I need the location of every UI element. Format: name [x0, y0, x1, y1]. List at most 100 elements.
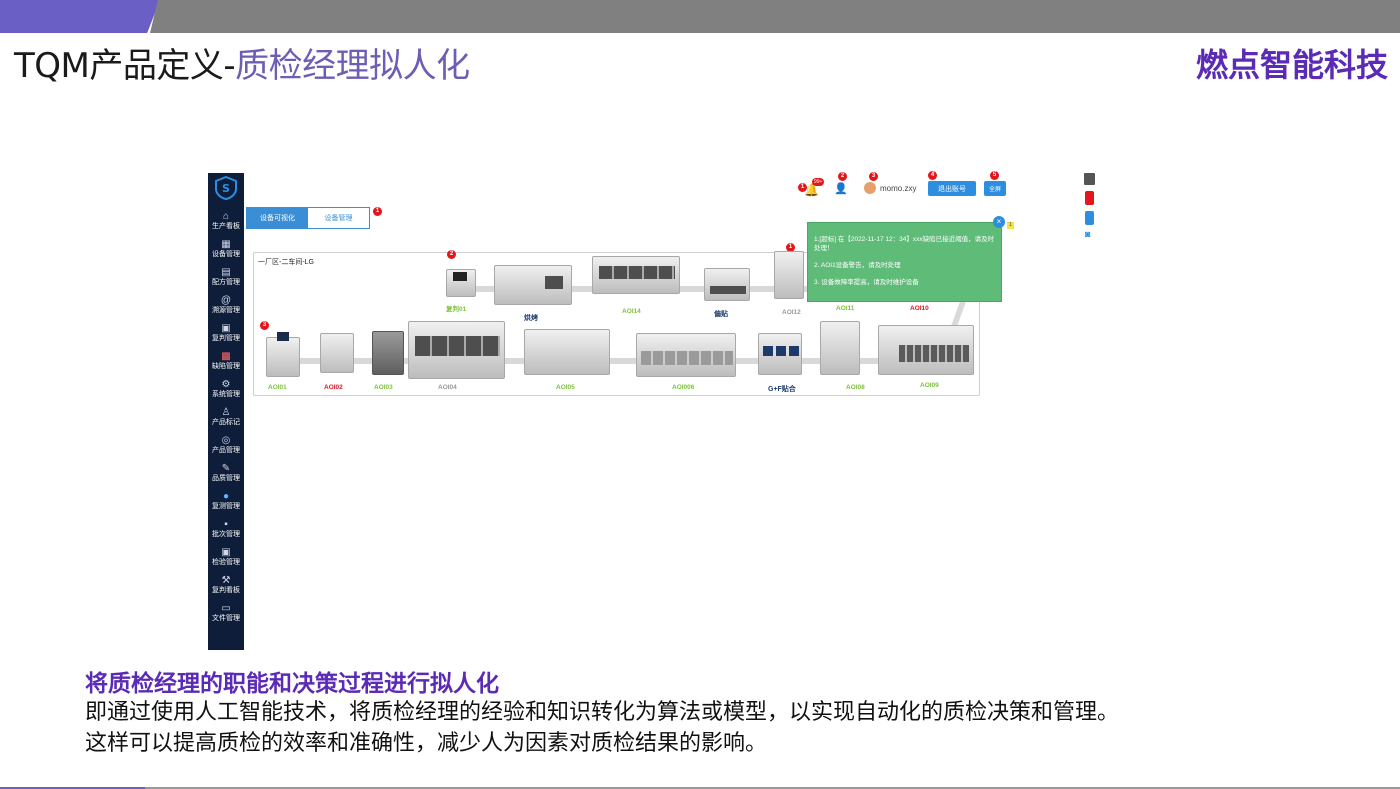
machine-aoi14[interactable] [592, 256, 680, 294]
sidebar-item-label: 复判看板 [212, 587, 240, 594]
avatar-badge: 3 [869, 172, 878, 181]
label-aoi01: AOI01 [268, 384, 287, 391]
sidebar: S ⌂生产看板 ▦设备管理 ▤配方管理 @溯源管理 ▣复判管理 ▩缺陷管理 ⚙系… [208, 173, 244, 650]
machine-aoi01[interactable] [266, 332, 300, 377]
right-toolbar: ◙ [1084, 173, 1098, 239]
alert-popup: × 1 1.[超标] 在【2022-11-17 12：34】xxx缺陷已接近阈值… [807, 216, 1014, 302]
label-aoi03: AOI03 [374, 384, 393, 391]
bell-badge: 1 [798, 183, 807, 192]
sidebar-item-inspect[interactable]: ▣检验管理 [208, 543, 244, 571]
sidebar-item-recipe[interactable]: ▤配方管理 [208, 263, 244, 291]
sidebar-item-review-board[interactable]: ⚒复判看板 [208, 571, 244, 599]
fullscreen-badge: 5 [990, 171, 999, 180]
tab-badge: 1 [373, 207, 382, 216]
sidebar-item-defect[interactable]: ▩缺陷管理 [208, 347, 244, 375]
avatar[interactable] [864, 182, 876, 194]
sidebar-item-label: 检验管理 [212, 559, 240, 566]
sidebar-item-label: 品质管理 [212, 475, 240, 482]
label-aoi02: AOI02 [324, 384, 343, 391]
blue-tool-button[interactable] [1085, 211, 1094, 225]
logout-button[interactable]: 退出账号 [928, 181, 976, 196]
logout-badge: 4 [928, 171, 937, 180]
machine-aoi03[interactable] [372, 331, 404, 375]
machine-aoi09[interactable] [878, 325, 974, 375]
machine-aoi006[interactable] [636, 333, 736, 377]
recipe-icon: ▤ [221, 267, 231, 278]
defect-icon: ▩ [221, 351, 231, 362]
label-aoi05: AOI05 [556, 384, 575, 391]
label-gf: G+F贴合 [768, 386, 796, 393]
app-logo-icon: S [214, 175, 238, 201]
username: momo.zxy [880, 184, 917, 193]
caption-line-2: 这样可以提高质检的效率和准确性，减少人为因素对质检结果的影响。 [85, 731, 768, 756]
machine-badge-aoi12: 1 [786, 243, 795, 252]
machine-hongkao[interactable] [494, 265, 572, 305]
machine-piantie[interactable] [704, 268, 750, 301]
caption-line-1: 即通过使用人工智能技术，将质检经理的经验和知识转化为算法或模型，以实现自动化的质… [85, 700, 1120, 725]
sidebar-item-product[interactable]: ◎产品管理 [208, 431, 244, 459]
sidebar-item-label: 复测管理 [212, 503, 240, 510]
user-icon[interactable]: 👤 [834, 183, 848, 195]
inspect-icon: ▣ [221, 547, 231, 558]
sidebar-item-label: 产品管理 [212, 447, 240, 454]
notification-count: 99+ [812, 178, 825, 186]
sidebar-item-equipment[interactable]: ▦设备管理 [208, 235, 244, 263]
machine-aoi05[interactable] [524, 329, 610, 375]
label-aoi006: AOI006 [672, 384, 695, 391]
alert-message-2: 2. AOI1设备警告，请及时处理 [814, 262, 901, 269]
label-piantie: 偏贴 [714, 311, 728, 318]
sidebar-item-dashboard[interactable]: ⌂生产看板 [208, 207, 244, 235]
close-icon[interactable]: × [993, 216, 1005, 228]
sidebar-item-mark[interactable]: ♙产品标记 [208, 403, 244, 431]
tab-equipment-visual[interactable]: 设备可视化 [247, 208, 308, 228]
edit-icon: ✎ [221, 463, 231, 474]
label-hongkao: 烘烤 [524, 315, 538, 322]
sidebar-item-files[interactable]: ▭文件管理 [208, 599, 244, 627]
sidebar-item-quality[interactable]: ✎品质管理 [208, 459, 244, 487]
bell-icon[interactable]: 🔔 [804, 183, 819, 197]
machine-aoi08[interactable] [820, 321, 860, 375]
brand-name: 燃点智能科技 [1195, 46, 1388, 84]
label-fupan01: 复判01 [446, 306, 467, 313]
label-aoi04: AOI04 [438, 384, 457, 391]
sidebar-item-review[interactable]: ▣复判管理 [208, 319, 244, 347]
camera-icon[interactable]: ◙ [1085, 229, 1091, 239]
hammer-icon: ⚒ [221, 575, 231, 586]
sidebar-item-label: 系统管理 [212, 391, 240, 398]
machine-aoi12[interactable] [774, 251, 804, 299]
svg-text:S: S [222, 182, 230, 195]
sidebar-item-retest[interactable]: ●复测管理 [208, 487, 244, 515]
top-bar-accent [0, 0, 160, 33]
machine-fupan01[interactable] [446, 269, 476, 297]
tab-equipment-manage[interactable]: 设备管理 [308, 208, 369, 228]
popup-flag-badge: 1 [1007, 222, 1014, 229]
alert-message-3: 3. 设备故障率提高，请及时维护设备 [814, 279, 919, 286]
review-icon: ▣ [221, 323, 231, 334]
sidebar-item-batch[interactable]: ▪批次管理 [208, 515, 244, 543]
caption-body: 即通过使用人工智能技术，将质检经理的经验和知识转化为算法或模型，以实现自动化的质… [85, 697, 1385, 759]
sidebar-item-trace[interactable]: @溯源管理 [208, 291, 244, 319]
top-bar-grey [150, 0, 1400, 33]
sidebar-item-label: 配方管理 [212, 279, 240, 286]
red-tool-button[interactable] [1085, 191, 1094, 205]
home-icon: ⌂ [222, 211, 230, 222]
retest-icon: ● [222, 491, 230, 502]
view-tabs: 设备可视化 设备管理 [246, 207, 370, 229]
line-title: 一厂区-二车间-LG [258, 259, 314, 266]
grid-icon: ▦ [221, 239, 231, 250]
sidebar-item-system[interactable]: ⚙系统管理 [208, 375, 244, 403]
bottom-divider [0, 787, 1400, 789]
machine-gf[interactable] [758, 333, 802, 375]
fullscreen-button[interactable]: 全屏 [984, 181, 1006, 196]
label-aoi12: AOI12 [782, 309, 801, 316]
conveyor-bottom [284, 358, 964, 364]
machine-aoi02[interactable] [320, 333, 354, 373]
document-icon[interactable] [1084, 173, 1095, 185]
sidebar-item-label: 生产看板 [212, 223, 240, 230]
sidebar-item-label: 溯源管理 [212, 307, 240, 314]
sidebar-item-label: 缺陷管理 [212, 363, 240, 370]
sidebar-item-label: 复判管理 [212, 335, 240, 342]
machine-aoi04[interactable] [408, 321, 505, 379]
at-icon: @ [220, 295, 232, 306]
label-aoi11: AOI11 [836, 305, 855, 312]
